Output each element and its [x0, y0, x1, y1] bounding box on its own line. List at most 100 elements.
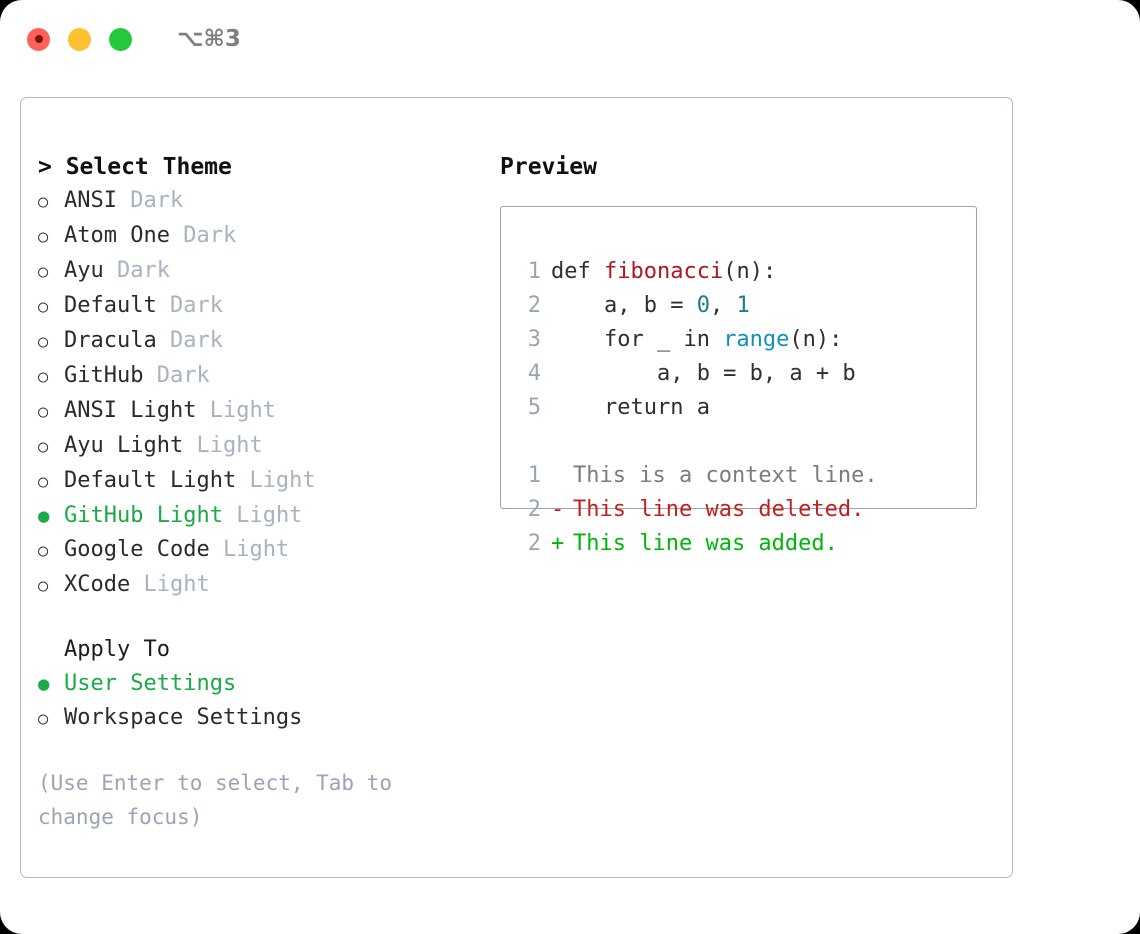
theme-list-item[interactable]: ○ANSI Light Light: [38, 394, 488, 429]
apply-to-title: Apply To: [64, 637, 170, 662]
theme-item-kind: Light: [249, 468, 316, 493]
theme-selection-column: > Select Theme ○ANSI Dark○Atom One Dark○…: [38, 150, 488, 834]
label-spacer: [236, 464, 249, 498]
theme-item-kind: Dark: [169, 328, 223, 353]
theme-item-label: GitHub: [64, 363, 144, 388]
diff-marker: -: [551, 497, 565, 522]
code-line-number: 1: [527, 259, 541, 284]
radio-unselected-icon: ○: [38, 367, 49, 387]
theme-item-kind: Dark: [156, 363, 210, 388]
diff-line: 1 This is a context line.: [501, 459, 976, 493]
code-line-number: 2: [527, 293, 541, 318]
theme-list-item[interactable]: ○ XCode Light: [38, 568, 488, 603]
theme-item-label: XCode: [64, 572, 131, 597]
apply-to-item[interactable]: ○ Workspace Settings: [38, 701, 488, 736]
code-token: a, b =: [551, 293, 697, 318]
diff-text: This line was deleted.: [573, 497, 865, 522]
code-token: for _ in: [551, 327, 724, 352]
diff-sample: 1 This is a context line.2-This line was…: [501, 459, 976, 561]
theme-item-label: ANSI Light: [64, 398, 197, 423]
theme-list-item[interactable]: ○ Ayu Light Light: [38, 429, 488, 464]
theme-list-item[interactable]: ○Ayu Dark: [38, 254, 488, 289]
diff-line: 2 + This line was added.: [501, 527, 976, 561]
radio-selected-icon: ●: [38, 505, 50, 527]
minimize-button[interactable]: [68, 27, 91, 51]
theme-list-item[interactable]: ○Google Code Light: [38, 533, 488, 568]
keyboard-shortcut-label: ⌥⌘3: [177, 26, 241, 52]
radio-unselected-icon: ○: [38, 472, 49, 492]
theme-list-item[interactable]: ○Default Dark: [38, 289, 488, 324]
theme-list-item[interactable]: ○ Atom One Dark: [38, 219, 488, 254]
radio-unselected-icon: ○: [38, 576, 49, 596]
code-token: a, b = b, a + b: [551, 361, 856, 386]
label-spacer: [157, 324, 170, 358]
label-spacer: [104, 254, 117, 288]
preview-title: Preview: [500, 154, 597, 180]
code-line: 2 a, b = 0, 1: [501, 289, 976, 323]
diff-line: 2-This line was deleted.: [501, 493, 976, 527]
code-token: (n):: [789, 327, 843, 352]
code-token: def: [551, 259, 604, 284]
label-spacer: [170, 219, 183, 253]
diff-line-number: 2: [527, 531, 541, 556]
label-spacer: [223, 499, 236, 533]
apply-to-item-label: User Settings: [64, 671, 237, 696]
code-token: ,: [709, 293, 737, 318]
code-token: 0: [696, 293, 710, 318]
theme-item-kind: Dark: [183, 223, 237, 248]
theme-item-label: Ayu Light: [64, 433, 184, 458]
theme-item-kind: Dark: [130, 188, 184, 213]
code-token: return a: [551, 395, 710, 420]
theme-item-kind: Dark: [169, 293, 223, 318]
theme-item-label: GitHub Light: [64, 503, 223, 528]
maximize-button[interactable]: [109, 27, 132, 51]
theme-item-kind: Dark: [117, 258, 170, 283]
code-line-number: 5: [527, 395, 541, 420]
diff-spacer: [501, 425, 976, 459]
theme-list-item[interactable]: ○ GitHub Dark: [38, 359, 488, 394]
theme-item-kind: Light: [222, 537, 290, 562]
theme-list-title: > Select Theme: [38, 154, 232, 180]
theme-list-item[interactable]: ● GitHub Light Light: [38, 499, 488, 533]
theme-list-item[interactable]: ○Dracula Dark: [38, 324, 488, 359]
diff-text: This is a context line.: [573, 463, 878, 488]
label-spacer: [210, 533, 223, 567]
dialog-panel: > Select Theme ○ANSI Dark○Atom One Dark○…: [20, 97, 1013, 878]
apply-to-list[interactable]: ●User Settings ○ Workspace Settings: [38, 667, 488, 736]
radio-unselected-icon: ○: [38, 402, 49, 422]
radio-unselected-icon: ○: [38, 297, 49, 317]
radio-unselected-icon: ○: [38, 262, 49, 282]
apply-to-item[interactable]: ●User Settings: [38, 667, 488, 701]
theme-list[interactable]: ○ANSI Dark○Atom One Dark○Ayu Dark○Defaul…: [38, 184, 488, 603]
theme-item-label: Atom One: [64, 223, 170, 248]
theme-list-item[interactable]: ○ Default Light Light: [38, 464, 488, 499]
close-icon: [34, 35, 43, 43]
keyboard-hint: (Use Enter to select, Tab to change focu…: [38, 771, 405, 829]
code-token: range: [723, 327, 790, 352]
theme-list-item[interactable]: ○ANSI Dark: [38, 184, 488, 219]
code-line: 4 a, b = b, a + b: [501, 357, 976, 391]
theme-item-kind: Light: [196, 433, 263, 458]
theme-item-label: Default Light: [64, 468, 237, 493]
label-spacer: [143, 359, 156, 393]
code-token: (n):: [723, 259, 777, 284]
theme-item-kind: Light: [143, 572, 210, 597]
code-line-number: 3: [527, 327, 541, 352]
radio-unselected-icon: ○: [38, 709, 49, 729]
close-button[interactable]: [27, 27, 50, 51]
theme-item-kind: Light: [236, 503, 303, 528]
code-line: 5 return a: [501, 391, 976, 425]
radio-unselected-icon: ○: [38, 437, 49, 457]
diff-text: This line was added.: [573, 531, 838, 556]
diff-line-number: 2: [527, 497, 541, 522]
radio-unselected-icon: ○: [38, 227, 49, 247]
apply-to-item-label: Workspace Settings: [64, 705, 303, 730]
diff-marker: +: [551, 531, 565, 556]
theme-item-label: Google Code: [64, 537, 210, 562]
radio-unselected-icon: ○: [38, 332, 49, 352]
label-spacer: [130, 568, 143, 602]
label-spacer: [157, 289, 170, 323]
